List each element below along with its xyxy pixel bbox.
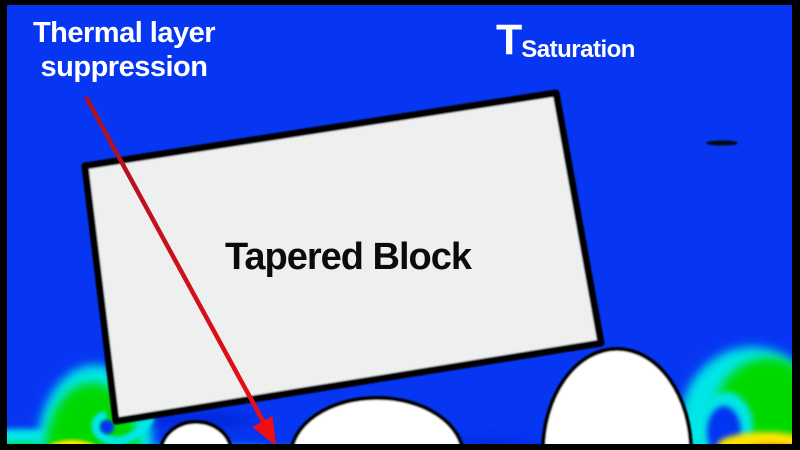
tapered-block-label: Tapered Block (224, 236, 472, 278)
frame-bottom (0, 444, 800, 450)
vapor-bubble-right (541, 347, 693, 450)
saturation-temperature-label: TSaturation (496, 16, 635, 65)
dark-blue-patch-left (145, 411, 255, 429)
thermal-suppression-line2: suppression (40, 51, 208, 84)
plume-left-vortex-core (100, 420, 114, 434)
annotation-arrow (84, 95, 276, 446)
annotation-arrow-head (252, 416, 276, 446)
annotation-arrow-shaft (84, 95, 265, 423)
frame-top (0, 0, 800, 5)
frame-right (792, 0, 800, 450)
small-dark-streak (706, 140, 738, 146)
tapered-block (81, 89, 605, 425)
thermal-plume-right (680, 347, 800, 450)
saturation-symbol: T (496, 16, 522, 64)
vapor-bubbles (159, 347, 693, 450)
vapor-bubble-small (159, 420, 233, 450)
frame-left (0, 0, 7, 450)
saturation-subscript: Saturation (521, 36, 635, 63)
thermal-suppression-label: Thermal layer suppression (18, 16, 230, 84)
vapor-bubble-center (289, 396, 465, 450)
thermal-suppression-line1: Thermal layer (32, 17, 216, 49)
